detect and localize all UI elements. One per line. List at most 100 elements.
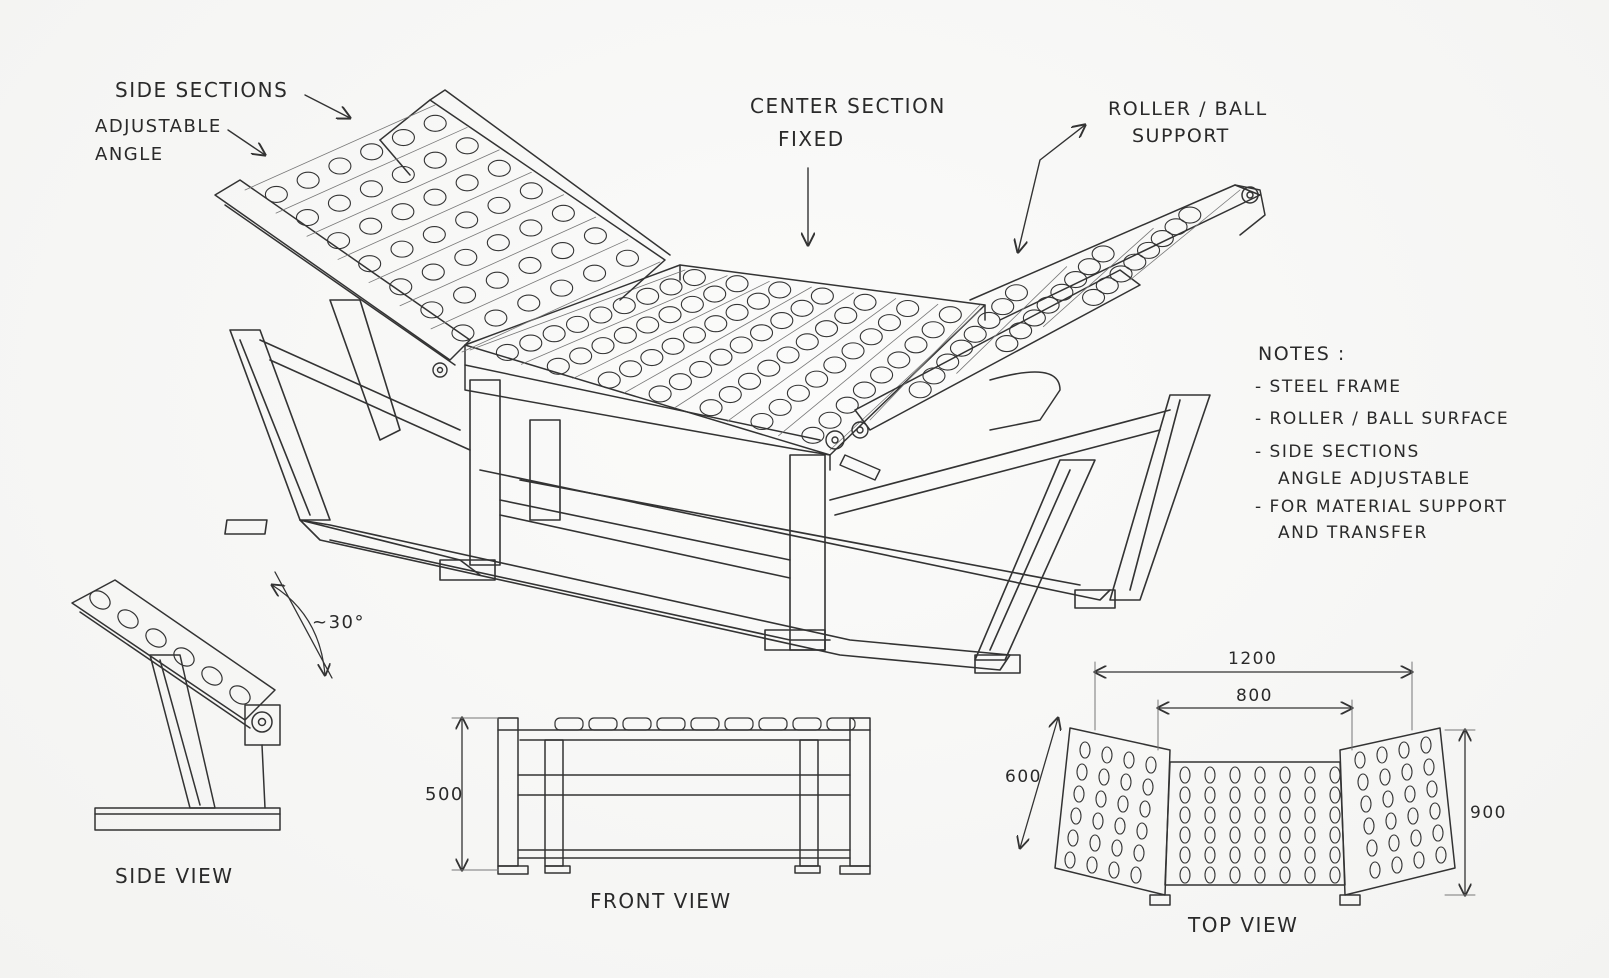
center-roller [790,299,814,317]
top-roller [1229,766,1241,784]
note-item: - STEEL FRAME [1255,377,1402,397]
top-roller [1204,846,1216,864]
center-roller [618,360,643,378]
right-roller-grid [869,189,1241,421]
side-view-rollers [89,590,251,705]
top-roller [1423,758,1435,776]
center-roller [668,373,692,391]
top-roller [1133,844,1145,862]
center-roller [746,292,770,310]
top-roller [1117,795,1129,813]
top-roller [1254,846,1266,864]
side-view-angle: ~30° [312,612,365,633]
center-roller [680,295,704,313]
top-roller [1435,846,1447,864]
center-roller [589,306,613,324]
top-roller [1070,807,1082,825]
top-roller [1426,780,1438,798]
top-roller [1179,846,1191,864]
center-roller [613,326,637,344]
top-roller [1064,851,1076,869]
left-roller-axle [430,239,629,330]
center-roller [699,399,723,417]
left-roller [550,279,574,297]
top-roller [1254,766,1266,784]
center-roller [703,285,727,303]
right-roller-axle [1129,189,1241,281]
top-roller [1101,746,1113,764]
right-roller [995,335,1019,353]
center-roller [877,314,902,332]
center-roller [661,337,685,355]
center-roller [542,325,566,343]
top-roller [1098,768,1110,786]
top-roller [1279,846,1291,864]
left-roller [487,159,511,177]
right-roller [908,381,932,399]
center-roller [757,359,781,377]
center-roller [658,306,682,324]
center-roller [612,297,636,315]
center-roller [770,312,794,330]
center-roller [841,342,865,360]
left-roller [517,294,541,312]
top-view-depth: 900 [1470,803,1507,823]
center-section [464,264,986,471]
center-roller [938,306,962,324]
left-roller-axle [244,104,436,191]
center-roller [689,360,713,378]
left-roller [296,171,320,189]
center-roller [591,337,615,355]
left-side-section [214,89,671,366]
top-roller [1229,806,1241,824]
center-roller [776,346,800,364]
left-roller [484,309,508,327]
front-view-caption: FRONT VIEW [590,889,732,913]
top-roller [1229,846,1241,864]
center-roller [749,324,774,342]
top-roller [1385,812,1397,830]
left-roller [485,271,509,289]
right-roller-axle [869,304,981,421]
top-roller [1204,786,1216,804]
top-roller [1254,786,1266,804]
left-roller-grid [244,104,661,353]
top-roller [1120,773,1132,791]
side-roller [229,685,251,705]
top-roller [1179,786,1191,804]
right-roller [1009,322,1033,340]
left-roller [264,185,288,204]
top-roller [1379,768,1391,786]
center-roller [565,315,590,333]
right-roller [922,367,946,385]
top-roller [1073,785,1085,803]
side-view-caption: SIDE VIEW [115,864,233,888]
left-roller [359,180,383,198]
center-roller [725,303,749,322]
center-roller [737,372,762,390]
center-roller [659,278,683,296]
center-roller [795,333,819,351]
front-view-rollers [554,717,856,731]
center-roller [682,326,707,344]
center-roller [636,316,660,334]
center-roller-axle [778,303,939,437]
center-roller [870,366,894,384]
right-roller [1109,265,1133,283]
notes-title: NOTES : [1258,343,1346,365]
left-roller-axle [368,194,564,283]
base-frame [224,299,1211,674]
center-roller-grid [469,268,981,451]
left-roller [327,232,351,250]
top-roller [1329,766,1341,784]
note-item: - FOR MATERIAL SUPPORT [1255,497,1507,517]
side-roller [117,609,139,629]
top-roller [1429,802,1441,820]
center-roller-axle [469,269,686,351]
center-roller [640,348,664,367]
left-roller [391,165,415,184]
hinge-pivots [432,362,881,481]
left-roller [518,256,542,274]
top-roller [1304,766,1316,784]
